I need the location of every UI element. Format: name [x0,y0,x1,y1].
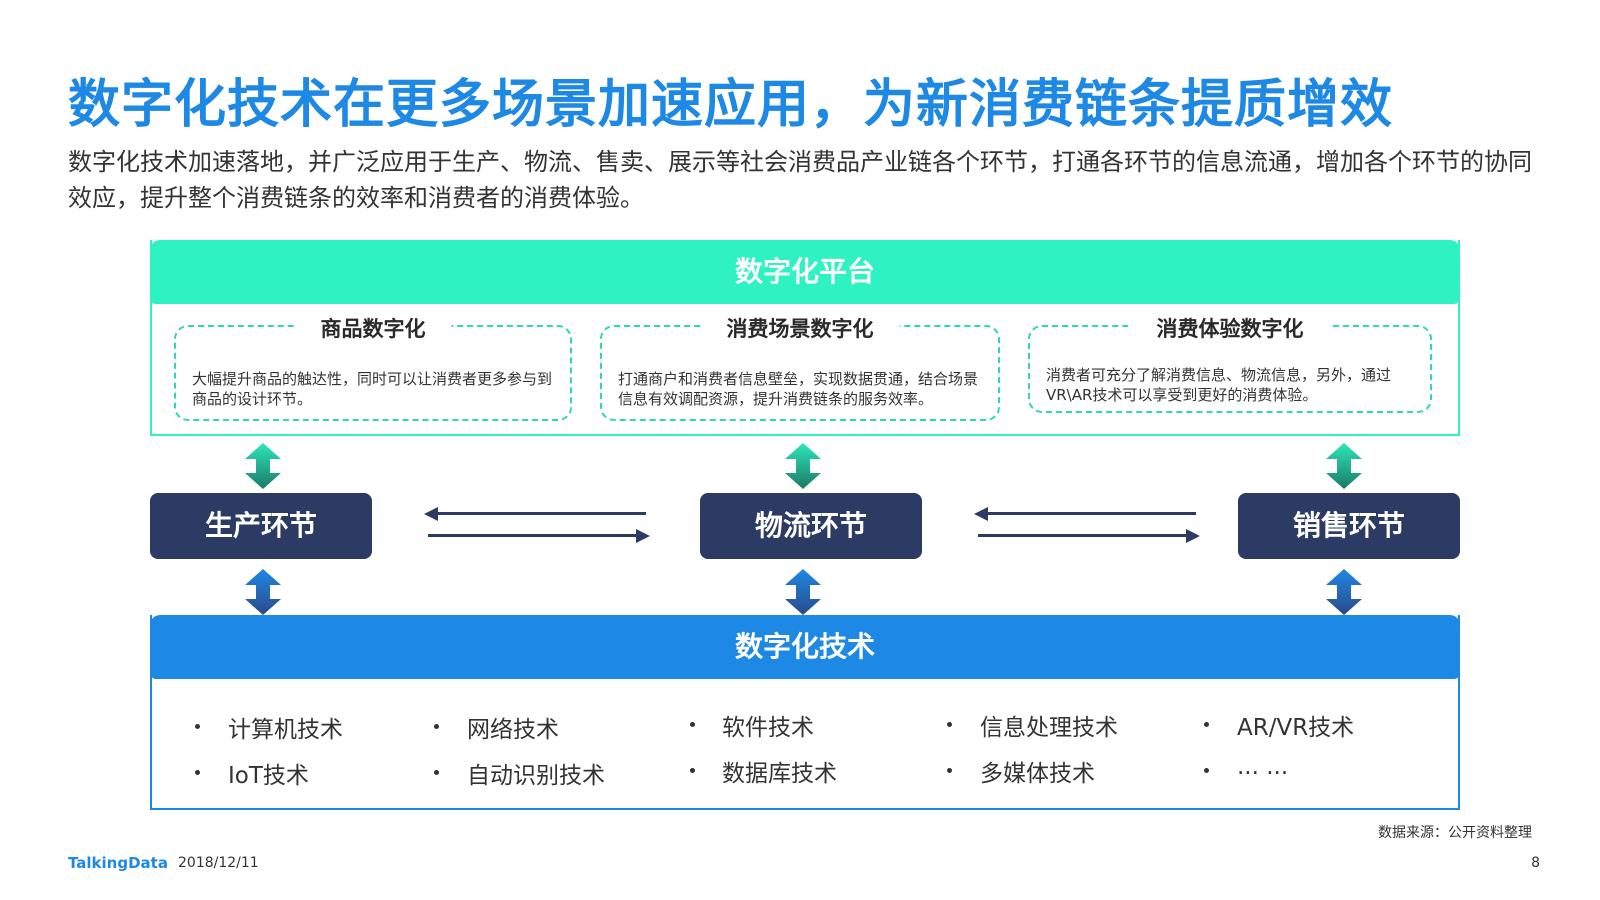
card-title: 商品数字化 [294,313,452,343]
tech-item: 多媒体技术 [980,761,1095,787]
arrow-right-icon [636,529,650,543]
tech-header: 数字化技术 [150,615,1460,679]
double-arrow-icon [245,443,281,489]
page-number: 8 [1531,855,1540,871]
arrow-line [986,512,1196,515]
double-arrow-icon [785,569,821,615]
bullet [434,770,439,775]
card-title: 消费场景数字化 [700,313,900,343]
arrow-line [978,534,1188,537]
tech-item: ... ... [1237,754,1289,780]
card-scene-digitization: 消费场景数字化 打通商户和消费者信息壁垒，实现数据贯通，结合场景信息有效调配资源… [600,313,1000,421]
card-text: 消费者可充分了解消费信息、物流信息，另外，通过VR\AR技术可以享受到更好的消费… [1046,366,1392,404]
tech-item: 软件技术 [722,715,814,741]
tech-item: IoT技术 [228,763,309,789]
card-text: 大幅提升商品的触达性，同时可以让消费者更多参与到商品的设计环节。 [192,370,553,408]
stage-logistics: 物流环节 [700,493,922,559]
intro-text: 数字化技术加速落地，并广泛应用于生产、物流、售卖、展示等社会消费品产业链各个环节… [68,148,1532,212]
double-arrow-icon [245,569,281,615]
card-experience-digitization: 消费体验数字化 消费者可充分了解消费信息、物流信息，另外，通过VR\AR技术可以… [1028,313,1432,413]
stage-production: 生产环节 [150,493,372,559]
tech-item: 数据库技术 [722,761,837,787]
double-arrow-icon [1326,569,1362,615]
bullet [690,768,695,773]
double-arrow-icon [785,443,821,489]
tech-item: 信息处理技术 [980,715,1118,741]
arrow-right-icon [1186,529,1200,543]
card-text: 打通商户和消费者信息壁垒，实现数据贯通，结合场景信息有效调配资源，提升消费链条的… [618,370,979,408]
page-title: 数字化技术在更多场景加速应用，为新消费链条提质增效 [68,75,1394,135]
stage-sales: 销售环节 [1238,493,1460,559]
bullet [690,722,695,727]
footer-date: 2018/12/11 [178,855,259,871]
brand-logo: TalkingData [68,854,168,872]
bullet [947,768,952,773]
tech-item: 网络技术 [467,717,559,743]
card-product-digitization: 商品数字化 大幅提升商品的触达性，同时可以让消费者更多参与到商品的设计环节。 [174,313,572,421]
bullet [1204,768,1209,773]
data-source: 数据来源：公开资料整理 [1378,825,1532,841]
arrow-line [428,534,638,537]
card-title: 消费体验数字化 [1130,313,1330,343]
platform-header: 数字化平台 [150,240,1460,304]
double-arrow-icon [1326,443,1362,489]
arrow-left-icon [424,507,438,521]
tech-item: AR/VR技术 [1237,715,1355,741]
bullet [947,722,952,727]
arrow-line [436,512,646,515]
arrow-left-icon [974,507,988,521]
bullet [195,770,200,775]
tech-item: 计算机技术 [228,717,343,743]
bullet [195,724,200,729]
bullet [434,724,439,729]
bullet [1204,722,1209,727]
tech-item: 自动识别技术 [467,763,605,789]
